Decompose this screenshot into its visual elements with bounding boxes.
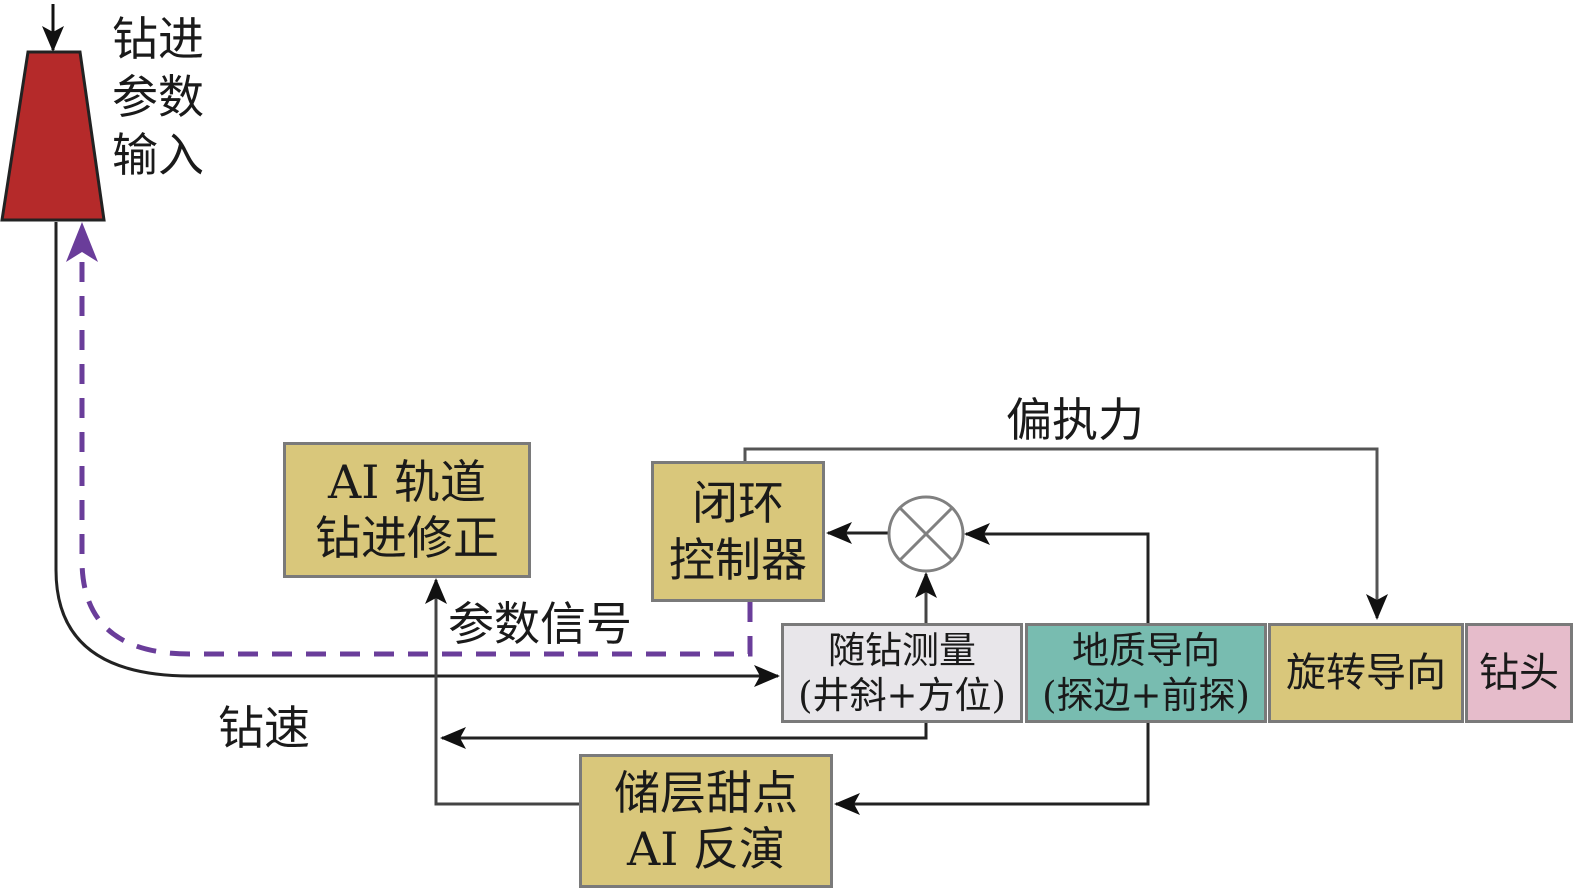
rotary-steering-label: 旋转导向 <box>1286 649 1446 696</box>
rop-line <box>54 222 780 687</box>
controller-line-1: 闭环 <box>692 476 784 531</box>
eccentric-force-label: 偏执力 <box>1006 393 1144 447</box>
reservoir-sweet-spot-box[interactable]: 储层甜点 AI 反演 <box>579 754 833 888</box>
drill-bit-box[interactable]: 钻头 <box>1465 623 1573 723</box>
sweet-spot-line-1: 储层甜点 <box>614 765 798 820</box>
geosteering-line-1: 地质导向 <box>1072 628 1220 672</box>
controller-line-2: 控制器 <box>669 532 807 587</box>
ai-trajectory-line-1: AI 轨道 <box>327 454 486 509</box>
sweet-spot-line-2: AI 反演 <box>626 822 785 876</box>
comparator-icon <box>887 495 965 573</box>
drill-bit-label: 钻头 <box>1479 649 1559 696</box>
ai-trajectory-correction-box[interactable]: AI 轨道 钻进修正 <box>283 442 531 578</box>
mwd-to-trajectory-line <box>440 722 928 749</box>
input-label-line-3: 输入 <box>112 128 204 182</box>
parameter-signal-dashed-line <box>79 250 753 657</box>
closed-loop-controller-box[interactable]: 闭环 控制器 <box>651 461 825 602</box>
ai-trajectory-line-2: 钻进修正 <box>315 511 499 565</box>
parameter-signal-label: 参数信号 <box>448 597 632 651</box>
geosteering-line-2: (探边+前探) <box>1042 674 1250 717</box>
eccentric-force-line <box>743 447 1388 620</box>
rop-label: 钻速 <box>218 701 310 755</box>
sweet-spot-to-trajectory-line <box>425 578 580 806</box>
rotary-steering-box[interactable]: 旋转导向 <box>1268 623 1464 723</box>
mwd-box[interactable]: 随钻测量 (井斜+方位) <box>781 623 1023 723</box>
geosteering-to-comparator-line <box>964 523 1150 624</box>
drilling-parameter-input-label: 钻进 参数 输入 <box>112 10 222 184</box>
parameter-signal-arrowhead <box>66 222 98 262</box>
input-label-line-2: 参数 <box>112 70 204 124</box>
geosteering-box[interactable]: 地质导向 (探边+前探) <box>1025 623 1267 723</box>
drilling-parameter-input-trapezoid <box>0 50 106 222</box>
mwd-line-2: (井斜+方位) <box>798 674 1006 717</box>
geosteering-to-sweet-spot-line <box>834 722 1150 815</box>
mwd-line-1: 随钻测量 <box>828 628 976 672</box>
input-label-line-1: 钻进 <box>112 12 204 66</box>
